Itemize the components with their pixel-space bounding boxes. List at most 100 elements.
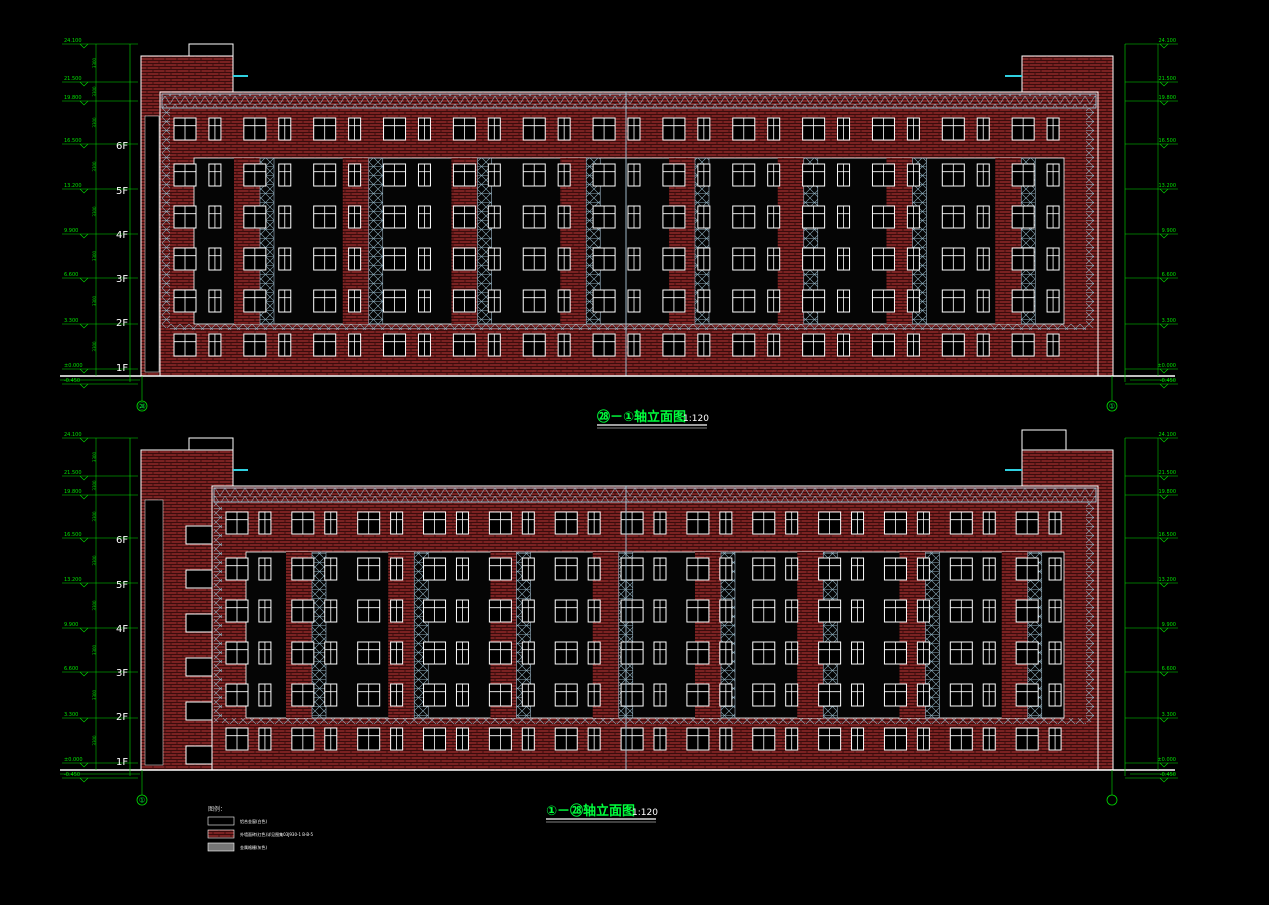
- floor-label: 1F: [116, 363, 128, 374]
- truss-column: [720, 551, 736, 719]
- roof-access: [1021, 429, 1067, 451]
- dimension-text: 3300: [92, 341, 97, 352]
- level-mark-left: ±0.000: [64, 363, 83, 369]
- level-mark-left: -0.450: [64, 378, 80, 384]
- floor-label: 1F: [116, 757, 128, 768]
- dimension-text: 3300: [92, 600, 97, 611]
- truss-column: [912, 157, 927, 325]
- level-mark-right: 21.500: [1159, 76, 1177, 82]
- legend: 图例： 铝合金窗(白色) 外墙面砖(红色)详见图集03J930-1 B-B-5 金属格…: [207, 805, 314, 852]
- level-mark-right: 13.200: [1159, 577, 1177, 583]
- legend-swatch: [207, 816, 235, 826]
- stair-window: [185, 613, 213, 633]
- floor-label: 5F: [116, 580, 128, 591]
- dimension-text: 3300: [92, 480, 97, 491]
- truss-column: [477, 157, 492, 325]
- level-mark-left: 16.500: [64, 532, 82, 538]
- truss-column: [925, 551, 940, 719]
- level-mark-left: 19.800: [64, 489, 82, 495]
- drawing-title: ㉘－①轴立面图: [597, 409, 686, 425]
- level-mark-right: 19.800: [1159, 95, 1177, 101]
- floor-label: 3F: [116, 274, 128, 285]
- level-mark-left: 3.300: [64, 712, 78, 718]
- level-mark-right: 13.200: [1159, 183, 1177, 189]
- truss-strip: [170, 324, 1086, 330]
- truss-column: [822, 551, 838, 719]
- legend-item-label: 金属格栅(灰色): [240, 844, 268, 850]
- dimension-text: 3300: [92, 57, 97, 68]
- level-mark-left: 6.600: [64, 666, 78, 672]
- stair-window: [185, 569, 213, 589]
- dimension-text: 3300: [92, 206, 97, 217]
- level-mark-right: ±0.000: [1157, 363, 1176, 369]
- brick-pier: [777, 158, 804, 324]
- level-mark-right: 6.600: [1162, 666, 1176, 672]
- dimension-text: 3300: [92, 161, 97, 172]
- roof-access: [188, 437, 234, 451]
- truss-column: [311, 551, 327, 719]
- level-mark-right: -0.450: [1160, 772, 1176, 778]
- axis-label-right: ①: [1109, 403, 1115, 411]
- level-mark-right: ±0.000: [1157, 757, 1176, 763]
- level-mark-left: 6.600: [64, 272, 78, 278]
- roof-access: [188, 43, 234, 57]
- roof-truss-band: [213, 487, 1097, 503]
- level-mark-left: 21.500: [64, 76, 82, 82]
- axis-label-left: ①: [139, 797, 145, 805]
- dimension-text: 3300: [92, 689, 97, 700]
- legend-item-label: 外墙面砖(红色)详见图集03J930-1 B-B-5: [240, 831, 314, 837]
- level-mark-right: 24.100: [1159, 432, 1177, 438]
- axis-label-left: ㉘: [139, 403, 146, 411]
- level-mark-left: 24.100: [64, 38, 82, 44]
- level-mark-left: 24.100: [64, 432, 82, 438]
- level-mark-right: 9.900: [1162, 228, 1176, 234]
- level-mark-left: 3.300: [64, 318, 78, 324]
- stair-rail: [144, 115, 160, 373]
- dimension-text: 3300: [92, 86, 97, 97]
- dimension-text: 3300: [92, 451, 97, 462]
- truss-column: [585, 157, 601, 325]
- axis-bubble-left: [136, 794, 148, 806]
- truss-column: [259, 157, 275, 325]
- level-mark-left: 21.500: [64, 470, 82, 476]
- level-mark-left: ±0.000: [64, 757, 83, 763]
- axis-bubble-right: [1106, 794, 1118, 806]
- floor-label: 2F: [116, 318, 128, 329]
- legend-item-label: 铝合金窗(白色): [240, 818, 268, 824]
- legend-swatch: [207, 842, 235, 852]
- level-mark-left: 9.900: [64, 228, 78, 234]
- truss-column: [368, 157, 384, 325]
- floor-label: 6F: [116, 141, 128, 152]
- level-mark-left: 13.200: [64, 577, 82, 583]
- legend-heading: 图例：: [208, 805, 226, 813]
- level-mark-right: -0.450: [1160, 378, 1176, 384]
- truss-strip: [222, 718, 1086, 724]
- floor-label: 6F: [116, 535, 128, 546]
- axis-bubble-left: [136, 400, 148, 412]
- level-mark-right: 16.500: [1159, 138, 1177, 144]
- dimension-text: 3300: [92, 555, 97, 566]
- truss-column: [1027, 551, 1043, 719]
- floor-label: 3F: [116, 668, 128, 679]
- truss-strip: [214, 502, 222, 722]
- level-mark-right: 3.300: [1162, 712, 1176, 718]
- level-mark-right: 16.500: [1159, 532, 1177, 538]
- drawing-scale: 1:120: [632, 808, 658, 818]
- legend-swatch: [207, 829, 235, 839]
- level-mark-right: 6.600: [1162, 272, 1176, 278]
- truss-column: [413, 551, 429, 719]
- level-mark-left: -0.450: [64, 772, 80, 778]
- level-mark-right: 9.900: [1162, 622, 1176, 628]
- truss-column: [694, 157, 710, 325]
- stair-rail: [144, 499, 164, 766]
- truss-strip: [1086, 108, 1094, 328]
- dimension-text: 3300: [92, 511, 97, 522]
- dimension-text: 3300: [92, 644, 97, 655]
- floor-label: 4F: [116, 230, 128, 241]
- stair-window: [185, 525, 213, 545]
- dimension-text: 3300: [92, 735, 97, 746]
- axis-bubble-right: [1106, 400, 1118, 412]
- floor-label: 4F: [116, 624, 128, 635]
